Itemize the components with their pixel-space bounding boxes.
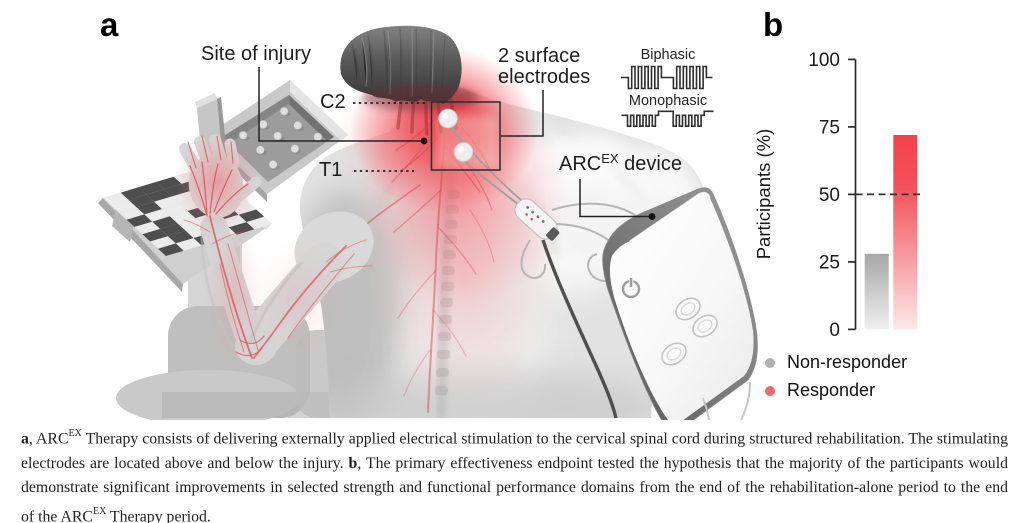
electrode-leads — [437, 108, 655, 419]
power-icon — [621, 277, 641, 299]
electrode-2 — [453, 142, 474, 162]
panel-a-letter: a — [100, 6, 119, 43]
arcex-device-label: ARCEX device — [559, 151, 682, 177]
electrode-box — [430, 101, 501, 171]
ytick-50: 50 — [819, 185, 840, 206]
connector-hub — [514, 198, 560, 241]
legend-dot-responder — [765, 385, 775, 396]
caption-text: Therapy consists of delivering externall… — [81, 429, 1008, 447]
caption-sup: EX — [68, 428, 82, 440]
surface-electrodes-label: 2 surface electrodes — [498, 45, 591, 88]
legend-dot-non-responder — [765, 357, 775, 368]
biphasic-waveform-icon — [621, 65, 713, 90]
caption-text: demonstrate significant improvements in … — [21, 479, 1008, 497]
ytick-75: 75 — [819, 118, 840, 139]
legend-label-responder: Responder — [787, 380, 876, 400]
device-sup: EX — [601, 151, 619, 166]
caption-text: , The primary effectiveness endpoint tes… — [357, 454, 1008, 472]
legend-item-responder: Responder — [765, 380, 875, 401]
device-dot — [648, 213, 656, 220]
monophasic-label: Monophasic — [628, 93, 708, 109]
device-cable — [541, 239, 618, 419]
caption-text: electrodes are located above and below t… — [21, 454, 349, 472]
caption-bold: a — [21, 429, 29, 447]
caption-line: demonstrate significant improvements in … — [21, 476, 1008, 501]
legend-label-non-responder: Non-responder — [787, 352, 908, 372]
ytick-0: 0 — [829, 320, 840, 341]
waveforms — [621, 65, 714, 127]
y-axis-title: Participants (%) — [753, 129, 774, 260]
caption-text: of the ARC — [21, 508, 93, 523]
t1-label: T1 — [319, 159, 343, 181]
caption-sup: EX — [92, 506, 107, 518]
device-word: device — [618, 153, 682, 175]
electrode-1 — [438, 108, 458, 129]
figure-caption: a, ARCEX Therapy consists of delivering … — [21, 423, 1008, 523]
ytick-25: 25 — [819, 253, 840, 274]
y-axis — [848, 58, 857, 331]
nerves-arm — [183, 135, 373, 359]
legend-item-non-responder: Non-responder — [765, 352, 907, 373]
bar-chart: 100 75 50 25 0 Participants (%) — [753, 50, 922, 341]
bar-non-responder — [864, 253, 889, 330]
bar-responder — [893, 135, 918, 330]
caption-text: Therapy period. — [106, 508, 211, 523]
arcex-device — [602, 187, 758, 420]
ytick-100: 100 — [808, 50, 840, 71]
panel-b-letter: b — [763, 6, 784, 43]
site-of-injury-label: Site of injury — [201, 43, 312, 65]
caption-text: , ARC — [28, 429, 69, 447]
panel-a-illustration — [98, 25, 758, 420]
caption-line: of the ARCEX Therapy period. — [21, 501, 1008, 523]
c2-label: C2 — [320, 91, 346, 113]
monophasic-waveform-icon — [621, 110, 714, 127]
head-hair — [340, 25, 478, 111]
caption-line: a, ARCEX Therapy consists of delivering … — [21, 423, 1008, 452]
site-of-injury-dot — [420, 137, 428, 145]
caption-line: electrodes are located above and below t… — [21, 452, 1008, 477]
device-name: ARC — [559, 153, 602, 175]
device-buttons — [661, 297, 718, 366]
pegs — [238, 106, 325, 170]
biphasic-label: Biphasic — [640, 47, 696, 63]
caption-bold: b — [348, 454, 358, 472]
annotation-lines — [258, 67, 656, 220]
